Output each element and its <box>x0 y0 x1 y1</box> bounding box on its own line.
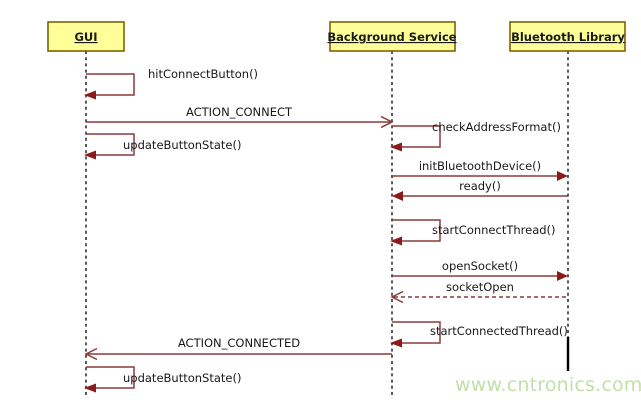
message-ready[interactable]: ready() <box>392 179 568 201</box>
arrowhead-start-connect-thread <box>390 236 402 246</box>
participant-gui[interactable]: GUI <box>47 21 125 52</box>
message-label-update-button-state-2: updateButtonState() <box>123 371 241 385</box>
self-loop-path-update-button-state-2 <box>86 366 135 389</box>
self-loop-path-check-address-format <box>392 125 441 148</box>
message-label-ready: ready() <box>459 179 501 193</box>
arrowhead-update-button-state-2 <box>84 383 96 393</box>
message-socket-open[interactable]: socketOpen <box>390 280 568 304</box>
message-label-action-connected: ACTION_CONNECTED <box>178 336 300 350</box>
arrowhead-hit-connect-button <box>84 90 96 100</box>
message-label-hit-connect-button: hitConnectButton() <box>148 67 258 81</box>
arrowhead-action-connect <box>380 115 394 129</box>
message-update-button-state-1[interactable]: updateButtonState() <box>84 133 241 160</box>
self-loop-path-start-connect-thread <box>392 219 441 242</box>
self-loop-path-hit-connect-button <box>86 73 135 96</box>
message-label-open-socket: openSocket() <box>442 259 518 273</box>
participant-box-background-service[interactable] <box>329 21 456 52</box>
message-action-connect[interactable]: ACTION_CONNECT <box>86 105 394 129</box>
arrowhead-action-connected <box>84 347 98 361</box>
message-open-socket[interactable]: openSocket() <box>392 259 568 281</box>
message-label-socket-open: socketOpen <box>446 280 514 294</box>
message-label-check-address-format: checkAddressFormat() <box>432 120 561 134</box>
arrowhead-start-connected-thread <box>390 338 402 348</box>
message-init-bluetooth-device[interactable]: initBluetoothDevice() <box>392 159 568 181</box>
arrowhead-check-address-format <box>390 142 402 152</box>
message-label-start-connected-thread: startConnectedThread() <box>430 324 568 338</box>
message-label-update-button-state-1: updateButtonState() <box>123 138 241 152</box>
arrowhead-socket-open <box>390 290 404 304</box>
arrowhead-ready <box>392 191 403 201</box>
message-action-connected[interactable]: ACTION_CONNECTED <box>84 336 392 361</box>
arrowhead-update-button-state-1 <box>84 150 96 160</box>
watermark-text: www.cntronics.com <box>455 374 641 396</box>
arrowhead-open-socket <box>557 271 568 281</box>
participant-box-gui[interactable] <box>47 21 125 52</box>
arrowhead-init-bluetooth-device <box>557 171 568 181</box>
participant-bluetooth-library[interactable]: Bluetooth Library <box>509 21 626 52</box>
self-loop-path-start-connected-thread <box>392 321 441 344</box>
message-update-button-state-2[interactable]: updateButtonState() <box>84 366 241 393</box>
participant-background-service[interactable]: Background Service <box>327 21 457 52</box>
participant-box-bluetooth-library[interactable] <box>509 21 626 52</box>
message-label-start-connect-thread: startConnectThread() <box>432 223 556 237</box>
message-label-init-bluetooth-device: initBluetoothDevice() <box>419 159 541 173</box>
message-check-address-format[interactable]: checkAddressFormat() <box>390 120 561 152</box>
message-start-connected-thread[interactable]: startConnectedThread() <box>390 321 568 348</box>
self-loop-path-update-button-state-1 <box>86 133 135 156</box>
participant-label-background-service: Background Service <box>327 30 456 44</box>
message-hit-connect-button[interactable]: hitConnectButton() <box>84 67 258 100</box>
participant-label-bluetooth-library: Bluetooth Library <box>511 30 625 44</box>
participant-label-gui: GUI <box>74 30 97 44</box>
message-start-connect-thread[interactable]: startConnectThread() <box>390 219 556 246</box>
message-label-action-connect: ACTION_CONNECT <box>186 105 293 119</box>
